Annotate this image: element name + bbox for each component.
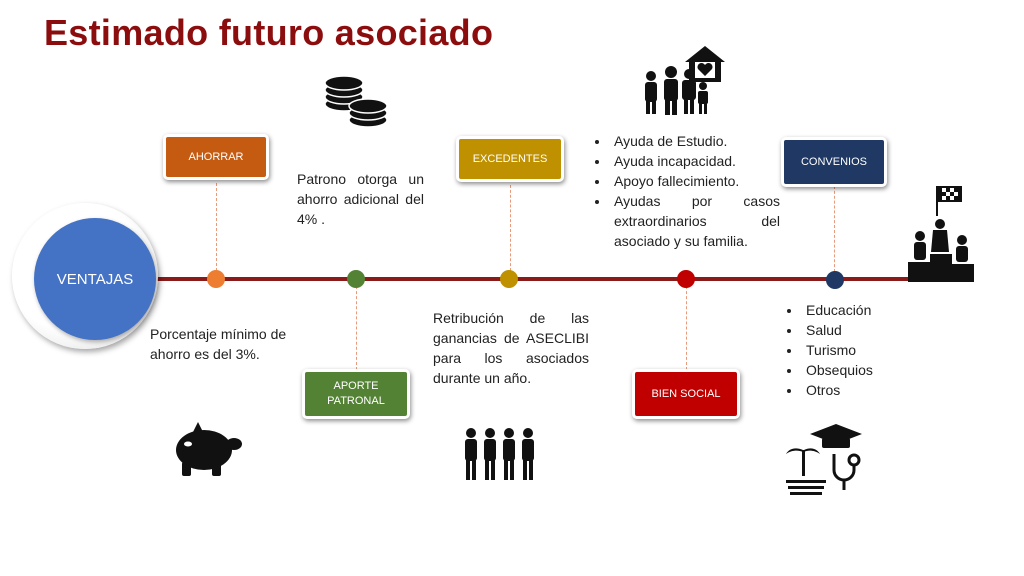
timeline-line (150, 277, 910, 281)
coins-icon (324, 75, 388, 128)
ahorrar-text: Porcentaje mínimo de ahorro es del 3%. (150, 326, 287, 362)
list-item: Obsequios (802, 360, 922, 380)
list-item: Ayuda incapacidad. (610, 151, 780, 171)
convenios-list: Educación Salud Turismo Obsequios Otros (780, 300, 922, 400)
timeline-dot-bien-social (677, 270, 695, 288)
education-health-travel-icon (786, 424, 862, 495)
timeline-dot-ahorrar (207, 270, 225, 288)
convenios-box[interactable]: CONVENIOS (781, 137, 887, 187)
timeline-dot-convenios (826, 271, 844, 289)
piggy-bank-icon (176, 422, 242, 476)
group-people-icon (465, 428, 534, 480)
connector-convenios (834, 186, 835, 272)
podium-winner-icon (908, 186, 974, 282)
list-item: Ayudas por casos extraordinarios del aso… (610, 191, 780, 251)
bien-social-list: Ayuda de Estudio. Ayuda incapacidad. Apo… (588, 131, 780, 251)
timeline-dot-aporte-patronal (347, 270, 365, 288)
connector-ahorrar (216, 183, 217, 271)
list-item: Educación (802, 300, 922, 320)
ahorrar-box[interactable]: AHORRAR (163, 134, 269, 180)
aporte-patronal-text: Patrono otorga un ahorro adicional del 4… (297, 171, 424, 227)
list-item: Ayuda de Estudio. (610, 131, 780, 151)
connector-bien-social (686, 286, 687, 370)
bien-social-box[interactable]: BIEN SOCIAL (632, 369, 740, 419)
list-item: Turismo (802, 340, 922, 360)
ventajas-circle[interactable]: VENTAJAS (34, 218, 156, 340)
list-item: Otros (802, 380, 922, 400)
page-title: Estimado futuro asociado (44, 12, 494, 53)
connector-excedentes (510, 185, 511, 271)
timeline-dot-excedentes (500, 270, 518, 288)
excedentes-text: Retribución de las ganancias de ASECLIBI… (433, 310, 589, 386)
family-home-icon (645, 46, 725, 115)
excedentes-box[interactable]: EXCEDENTES (456, 136, 564, 182)
list-item: Apoyo fallecimiento. (610, 171, 780, 191)
list-item: Salud (802, 320, 922, 340)
connector-aporte-patronal (356, 286, 357, 370)
aporte-patronal-box[interactable]: APORTE PATRONAL (302, 369, 410, 419)
